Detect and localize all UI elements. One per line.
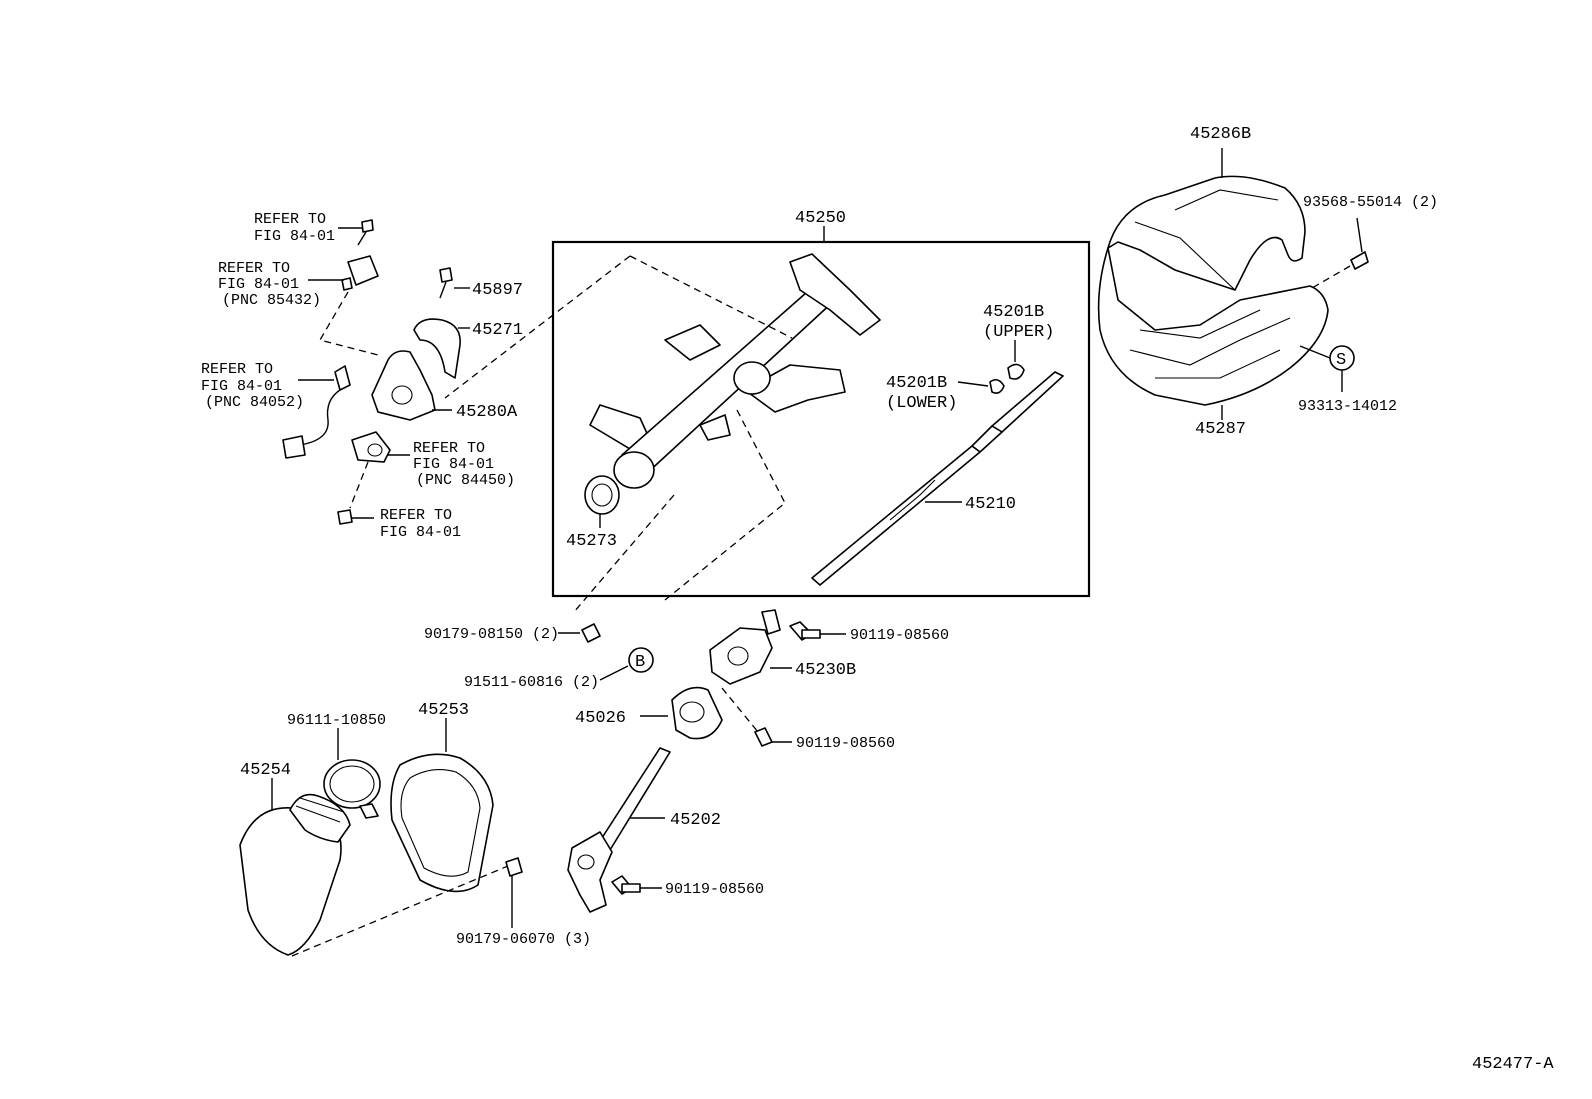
label-91511: 91511-60816 (2) — [464, 674, 599, 691]
universal-joint-45230b[interactable] — [709, 609, 781, 685]
label-45201b-lower: 45201B — [886, 374, 947, 393]
label-93568: 93568-55014 (2) — [1303, 194, 1438, 211]
ref3-line2: FIG 84-01 — [201, 378, 282, 395]
wire-harness-84052[interactable] — [282, 365, 351, 459]
label-45273: 45273 — [566, 532, 617, 551]
bolt-90119-c[interactable] — [611, 875, 641, 895]
clip-45201b-upper[interactable] — [1007, 363, 1025, 380]
bolt-45897[interactable] — [439, 267, 453, 299]
label-90179-06070: 90179-06070 (3) — [456, 931, 591, 948]
label-45201b-lower-note: (LOWER) — [886, 394, 957, 413]
label-90119-b: 90119-08560 — [796, 735, 895, 752]
label-45201b-upper: 45201B — [983, 303, 1044, 322]
ref3-line1: REFER TO — [201, 361, 273, 378]
label-45286b: 45286B — [1190, 125, 1251, 144]
marker-b-label: B — [635, 653, 645, 672]
bracket-45271[interactable] — [413, 318, 461, 379]
label-93313: 93313-14012 — [1298, 398, 1397, 415]
ref1-line1: REFER TO — [254, 211, 326, 228]
sensor-85432[interactable] — [341, 255, 379, 291]
label-45202: 45202 — [670, 811, 721, 830]
lock-housing-45280a[interactable] — [371, 350, 436, 421]
nut-90179-06070[interactable] — [505, 857, 523, 877]
ref3-line3: (PNC 84052) — [205, 394, 304, 411]
ref1-line2: FIG 84-01 — [254, 228, 335, 245]
bolt-90119-a[interactable] — [789, 621, 821, 641]
marker-s-label: S — [1336, 351, 1346, 370]
assembly-frame-45250 — [551, 240, 1091, 598]
clip-45201b-lower[interactable] — [989, 378, 1005, 394]
column-cover-lower[interactable] — [1097, 247, 1329, 406]
label-90179-08150: 90179-08150 (2) — [424, 626, 559, 643]
label-45250: 45250 — [795, 209, 846, 228]
ref4-line2: FIG 84-01 — [413, 456, 494, 473]
intermediate-shaft-45202[interactable] — [567, 747, 671, 913]
label-45271: 45271 — [472, 321, 523, 340]
label-45287: 45287 — [1195, 420, 1246, 439]
cover-45254[interactable] — [239, 793, 351, 956]
steering-column-tube[interactable] — [589, 253, 881, 489]
bolt-ref-top[interactable] — [361, 219, 374, 233]
screw-93568[interactable] — [1350, 217, 1369, 270]
label-45210: 45210 — [965, 495, 1016, 514]
clamp-96111[interactable] — [323, 759, 381, 819]
label-96111: 96111-10850 — [287, 712, 386, 729]
ref5-line1: REFER TO — [380, 507, 452, 524]
ref2-line2: FIG 84-01 — [218, 276, 299, 293]
boot-45026[interactable] — [671, 686, 723, 740]
label-45026: 45026 — [575, 709, 626, 728]
label-45253: 45253 — [418, 701, 469, 720]
label-90119-a: 90119-08560 — [850, 627, 949, 644]
ref4-line3: (PNC 84450) — [416, 472, 515, 489]
main-shaft-45210[interactable] — [811, 371, 1064, 586]
bearing-45273[interactable] — [584, 475, 620, 515]
ref2-line3: (PNC 85432) — [222, 292, 321, 309]
ref2-line1: REFER TO — [218, 260, 290, 277]
ref5-line2: FIG 84-01 — [380, 524, 461, 541]
nut-90179-08150[interactable] — [581, 623, 601, 643]
label-90119-c: 90119-08560 — [665, 881, 764, 898]
label-45230b: 45230B — [795, 661, 856, 680]
switch-84450[interactable] — [351, 431, 391, 463]
label-45280a: 45280A — [456, 403, 518, 422]
gasket-45253[interactable] — [390, 753, 494, 893]
bolt-90119-b[interactable] — [754, 727, 773, 747]
bolt-ref-bottom[interactable] — [337, 509, 353, 525]
ref4-line1: REFER TO — [413, 440, 485, 457]
figure-id: 452477-A — [1472, 1055, 1554, 1074]
marker-b-circle — [628, 647, 654, 673]
label-45897: 45897 — [472, 281, 523, 300]
label-45201b-upper-note: (UPPER) — [983, 323, 1054, 342]
label-45254: 45254 — [240, 761, 291, 780]
column-cover-upper[interactable] — [1107, 175, 1306, 291]
